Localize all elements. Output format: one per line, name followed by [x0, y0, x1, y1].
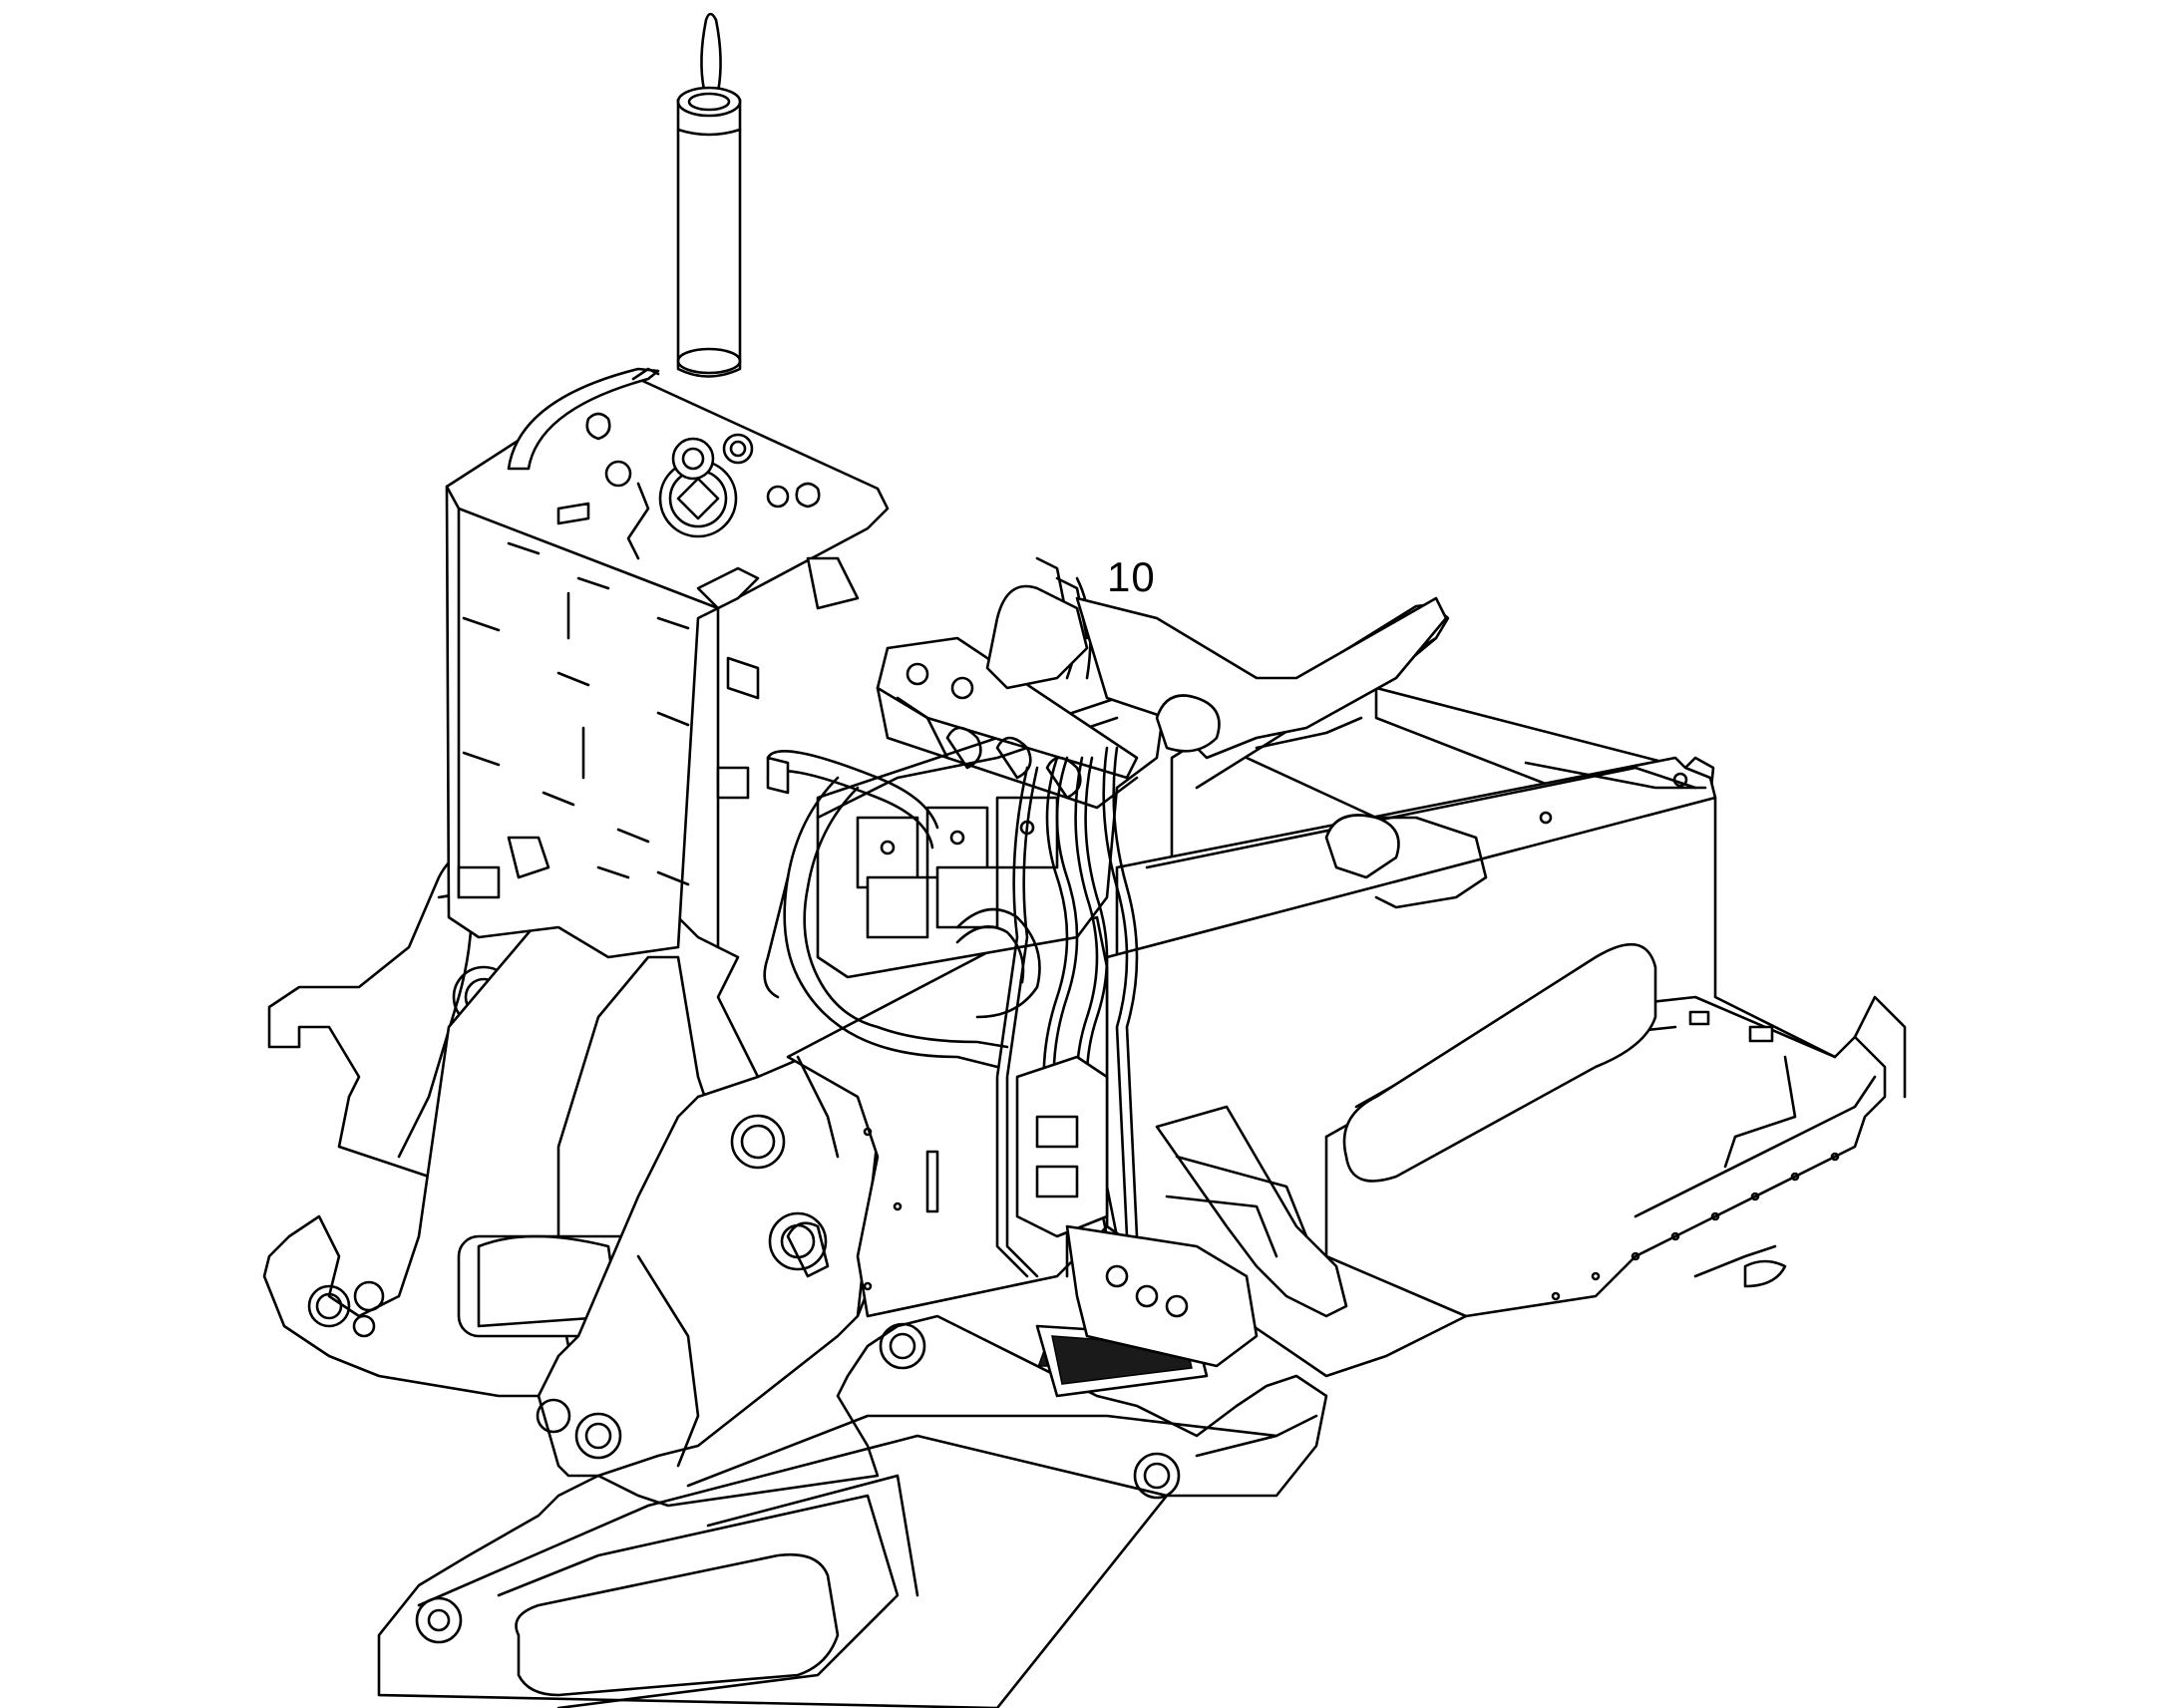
callout-number: 10: [1107, 553, 1156, 600]
upper-valve-bank: [876, 636, 1139, 810]
filter-element: [676, 12, 742, 378]
hydraulic-tank: [445, 367, 890, 959]
bottom-frame: [377, 1314, 1328, 1708]
lower-manifold: [1015, 1055, 1348, 1368]
upper-cross-member: [985, 584, 1488, 909]
right-long-rail: [1115, 756, 1717, 959]
